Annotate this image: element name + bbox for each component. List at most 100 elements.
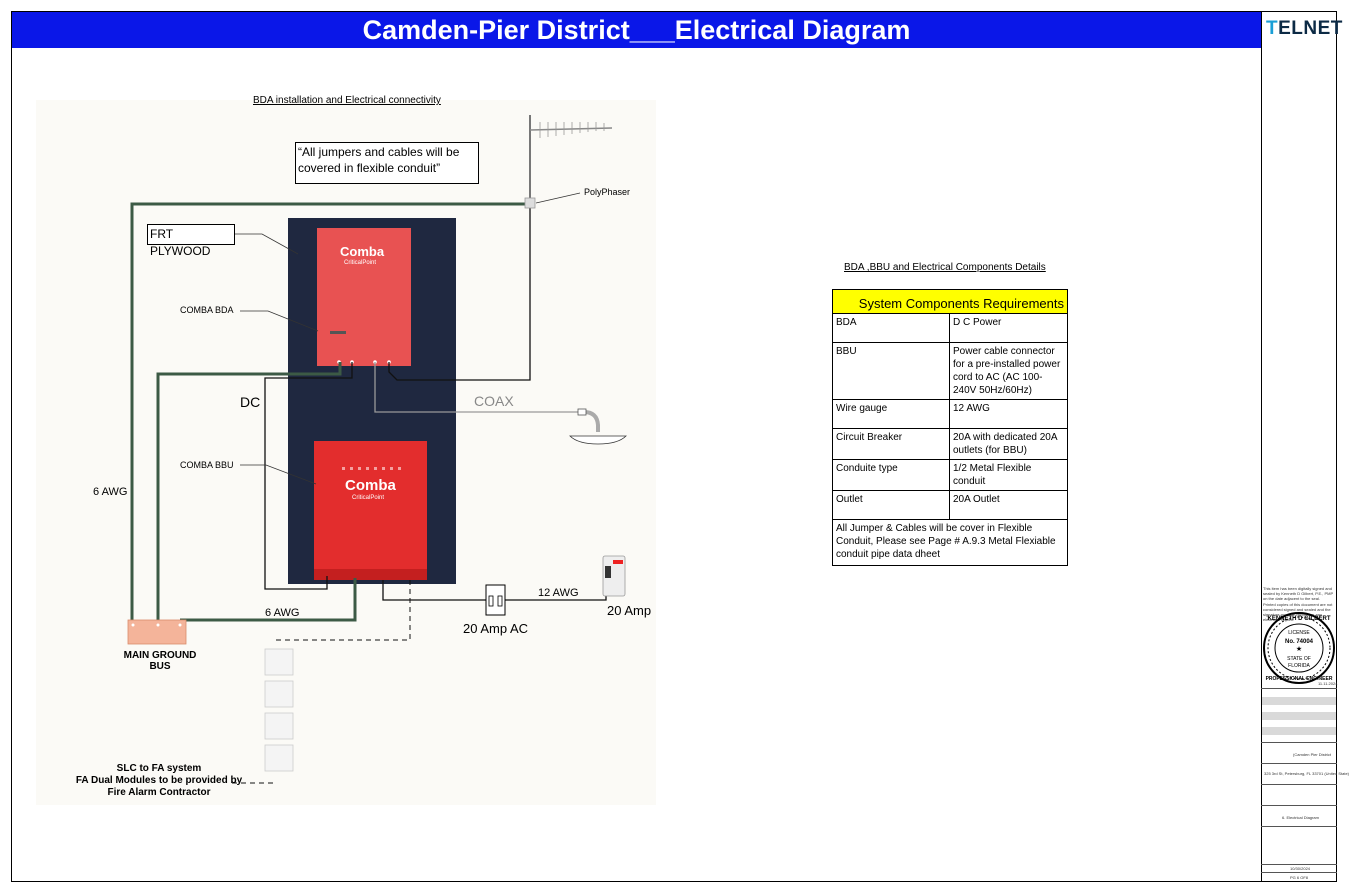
conduit-note: “All jumpers and cables will be covered … — [295, 142, 479, 184]
awg6-bottom-label: 6 AWG — [265, 607, 300, 619]
dc-wires — [264, 204, 607, 601]
sheet-date: 10/30/2024 — [1290, 866, 1311, 871]
row-item: Conduite type — [832, 459, 950, 491]
sheet-border — [11, 11, 1337, 882]
coax-cable — [374, 362, 582, 413]
table-row: BBU Power cable connector for a pre-inst… — [832, 342, 1068, 400]
bda-section-title: BDA installation and Electrical connecti… — [253, 95, 441, 106]
bbu-unit — [314, 441, 427, 580]
title-row-6 — [1261, 826, 1337, 827]
row-item: BDA — [832, 313, 950, 343]
ceiling-antenna — [569, 435, 627, 445]
bbu-brand: Comba — [345, 477, 396, 494]
table-footer-note: All Jumper & Cables will be cover in Fle… — [832, 519, 1068, 566]
title-row-2 — [1261, 742, 1337, 743]
title-block — [1261, 11, 1337, 882]
seal-pe: PROFESSIONAL ENGINEER — [1266, 676, 1333, 682]
title-row-7 — [1261, 864, 1337, 865]
seal-florida: FLORIDA — [1288, 663, 1310, 669]
row-value: 12 AWG — [949, 399, 1068, 429]
title-row-1 — [1261, 688, 1337, 689]
bda-brand-sub: CriticalPoint — [344, 260, 377, 266]
main-ground-bus — [127, 619, 187, 645]
coax-label: COAX — [474, 393, 514, 409]
polyphaser-device — [524, 197, 536, 209]
coax-bend — [583, 410, 600, 432]
page-title: Camden-Pier District___Electrical Diagra… — [12, 12, 1261, 48]
page-number: PG 6 OF8 — [1290, 875, 1309, 880]
bbu-leds — [342, 467, 401, 470]
company-logo: TELNET — [1266, 18, 1343, 40]
awg12-label: 12 AWG — [538, 587, 579, 599]
frt-plywood-label: FRT PLYWOOD — [147, 224, 235, 258]
seal-license: LICENSE — [1288, 630, 1310, 636]
breaker-indicator — [613, 560, 623, 564]
row-value: D C Power — [949, 313, 1068, 343]
ground-bus-label: MAIN GROUND BUS — [123, 650, 197, 672]
amp20-ac-label: 20 Amp AC — [463, 621, 529, 636]
ac-outlet — [485, 584, 506, 616]
fa-modules — [264, 648, 294, 772]
details-section-title: BDA ,BBU and Electrical Components Detai… — [844, 262, 1046, 273]
slc-note: SLC to FA system FA Dual Modules to be p… — [75, 763, 243, 798]
seal-date: 11.11.2024 — [1318, 681, 1338, 686]
dc-label: DC — [240, 394, 261, 410]
title-row-5 — [1261, 805, 1337, 806]
project-name: (Camden Pier District — [1293, 752, 1332, 757]
comba-bbu-label: COMBA BBU — [180, 460, 234, 470]
row-value: 20A Outlet — [949, 490, 1068, 520]
ground-bus-lugs — [131, 623, 182, 627]
bda-leader — [240, 310, 319, 332]
title-row-8 — [1261, 872, 1337, 873]
awg6-left-label: 6 AWG — [93, 486, 128, 498]
ground-wires — [130, 202, 530, 622]
bbu-leader — [240, 464, 317, 485]
engineer-seal: KENNETH D GILBERT LICENSE No. 74004 ★ ST… — [1263, 612, 1335, 684]
row-item: Outlet — [832, 490, 950, 520]
table-title: System Components Requirements — [832, 289, 1068, 314]
seal-state: STATE OF — [1287, 656, 1311, 662]
frt-leader — [234, 233, 299, 255]
breaker-switch — [605, 566, 611, 578]
row-value: Power cable connector for a pre-installe… — [949, 342, 1068, 400]
revision-bar-2 — [1262, 712, 1336, 720]
bda-indicator — [330, 331, 346, 334]
coax-connector — [577, 408, 587, 416]
seal-number: No. 74004 — [1285, 639, 1314, 645]
table-footer-row: All Jumper & Cables will be cover in Fle… — [832, 519, 1068, 566]
bda-brand: Comba — [340, 244, 385, 259]
sheet-name: 6. Electrical Diagram — [1282, 815, 1319, 820]
bda-unit — [317, 228, 411, 366]
logo-text: ELNET — [1278, 18, 1343, 39]
polyphaser-leader — [535, 192, 581, 204]
seal-note: This item has been digitally signed and … — [1263, 586, 1334, 601]
revision-bar-1 — [1262, 697, 1336, 705]
row-item: Circuit Breaker — [832, 428, 950, 460]
row-value: 20A with dedicated 20A outlets (for BBU) — [949, 428, 1068, 460]
project-address: 325 3rd St, Petersburg, FL 33701 (United… — [1264, 771, 1350, 776]
polyphaser-label: PolyPhaser — [584, 187, 631, 197]
row-item: Wire gauge — [832, 399, 950, 429]
row-item: BBU — [832, 342, 950, 400]
revision-bar-3 — [1262, 727, 1336, 735]
comba-bda-label: COMBA BDA — [180, 305, 234, 315]
svg-text:★: ★ — [1296, 645, 1302, 653]
bbu-base — [314, 569, 427, 580]
amp20-label: 20 Amp — [607, 603, 652, 618]
title-row-4 — [1261, 784, 1337, 785]
row-value: 1/2 Metal Flexible conduit — [949, 459, 1068, 491]
bbu-brand-sub: CriticalPoint — [352, 495, 385, 501]
slc-line — [275, 580, 411, 641]
seal-name: KENNETH D GILBERT — [1268, 616, 1331, 622]
logo-mark: T — [1266, 18, 1279, 39]
title-row-3 — [1261, 763, 1337, 764]
yagi-elements — [539, 122, 605, 138]
yagi-boom — [529, 127, 613, 131]
